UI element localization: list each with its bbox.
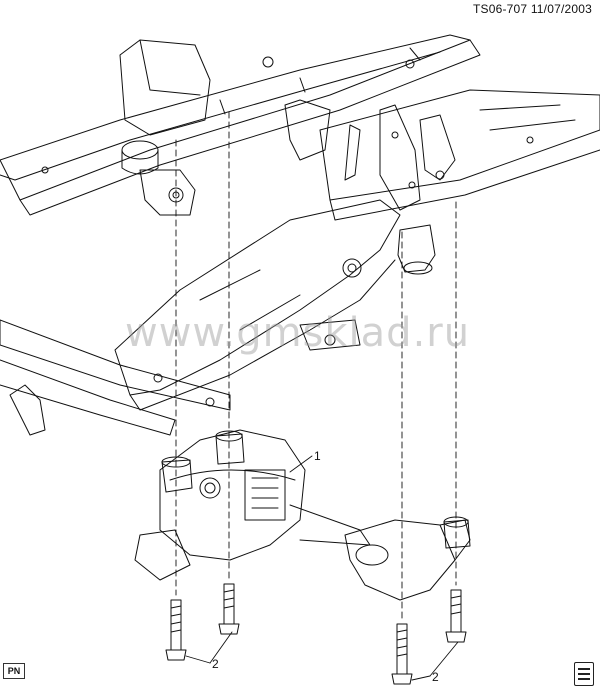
bolt (218, 583, 240, 635)
diagram-date: 11/07/2003 (530, 2, 592, 16)
right-frame-bracket (284, 99, 456, 211)
diagram-id: TS06-707 (472, 2, 528, 16)
alignment-lines (175, 111, 457, 619)
left-frame-bracket (119, 39, 211, 216)
right-hanger-bushing (342, 224, 436, 278)
mounting-bolts (165, 583, 467, 685)
callout-differential: 1 (314, 449, 321, 463)
bolt (445, 589, 467, 643)
crossmember (114, 199, 401, 411)
watermark-text: www.gmsklad.ru (125, 310, 470, 356)
callout-bolts-right: 2 (432, 670, 439, 684)
pn-label: PN (3, 663, 25, 679)
differential-carrier (134, 429, 471, 601)
diagram-code: TS06-707 11/07/2003 (473, 2, 592, 16)
bolt (391, 623, 413, 685)
callout-leaders (185, 455, 459, 681)
upper-frame-rail (0, 34, 481, 216)
spec-sheet-icon (574, 662, 594, 686)
lower-frame-rail (0, 319, 231, 436)
right-frame-rail (319, 89, 600, 221)
bolt (165, 599, 187, 661)
callout-bolts-left: 2 (212, 657, 219, 671)
carrier-isolators (161, 430, 471, 549)
